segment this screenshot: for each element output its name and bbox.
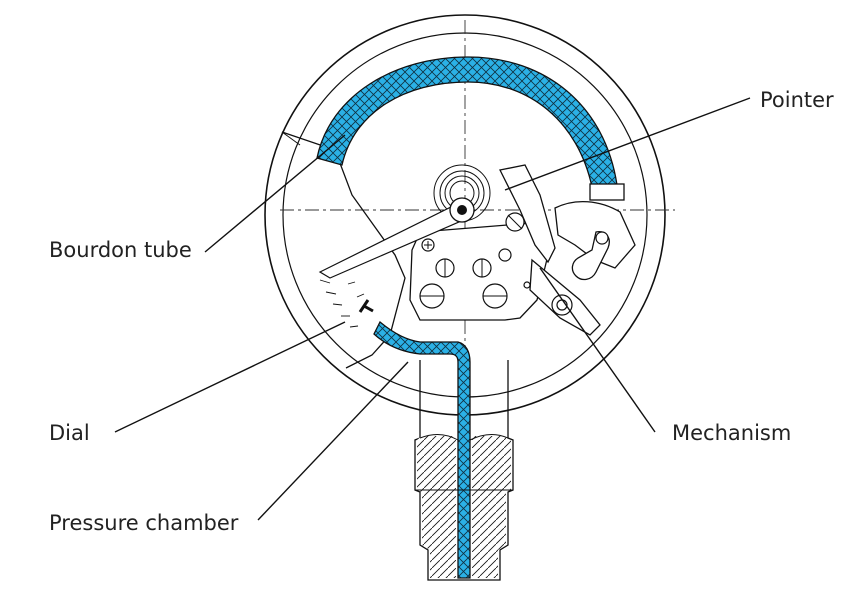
pointer-needle <box>318 197 475 279</box>
leader-lines <box>114 97 751 521</box>
bourdon-tube <box>316 56 625 579</box>
leader-pressure-chamber <box>257 361 409 521</box>
leader-dial <box>114 321 346 433</box>
leader-pointer <box>504 97 751 191</box>
label-bourdon-tube: Bourdon tube <box>49 238 192 262</box>
label-pressure-chamber: Pressure chamber <box>49 511 239 535</box>
label-mechanism: Mechanism <box>672 421 792 445</box>
leader-bourdon-tube <box>204 134 346 253</box>
leader-mechanism <box>539 267 656 433</box>
label-pointer: Pointer <box>760 88 834 112</box>
pressure-socket <box>414 360 514 581</box>
label-dial: Dial <box>49 421 90 445</box>
